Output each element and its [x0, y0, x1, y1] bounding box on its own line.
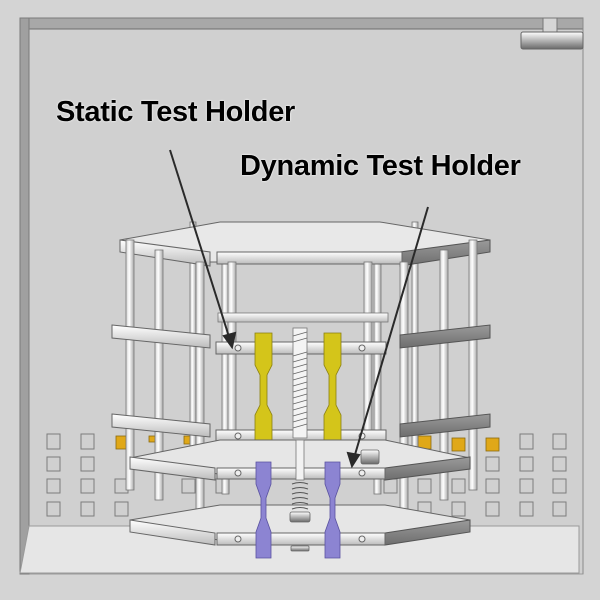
- spring: [289, 439, 311, 552]
- perforated-panel: [46, 433, 567, 517]
- annotation-arrows: [169, 149, 429, 469]
- static-test-holder-label: Static Test Holder: [56, 96, 296, 128]
- vertical-rods-front: [125, 239, 478, 523]
- dynamic-test-holder-label: Dynamic Test Holder: [240, 150, 521, 182]
- static-specimens: [254, 332, 342, 442]
- bottom-hex-frame: [129, 504, 471, 546]
- threaded-rod: [292, 327, 308, 439]
- dynamic-specimens: [255, 461, 341, 559]
- top-hex-frame: [119, 221, 491, 267]
- chamber: [19, 17, 584, 575]
